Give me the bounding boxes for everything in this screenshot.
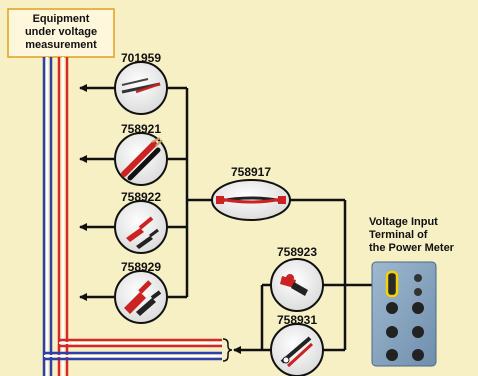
small-alligator-clip-icon [126, 216, 159, 249]
probe-node-758929: 758929 [114, 260, 168, 324]
terminal-label: Voltage Input Terminal of the Power Mete… [369, 216, 455, 254]
probe-code-758921: 758921 [121, 122, 161, 136]
probe-node-758921: 758921 [114, 122, 168, 186]
equipment-label-line1: Equipment [33, 13, 90, 25]
safety-clip-code-758923: 758923 [277, 245, 317, 259]
measurement-lead-icon [216, 196, 286, 204]
large-alligator-clip-icon [124, 280, 162, 316]
voltage-input-jack-icon [385, 270, 399, 298]
cable-adapter-node-758917: 758917 [211, 165, 291, 221]
probe-node-701959: 701959 [114, 51, 168, 115]
probe-code-758929: 758929 [121, 260, 161, 274]
equipment-box-frame [7, 8, 115, 58]
probe-arrows [79, 84, 114, 301]
terminal-label-line1: Voltage Input [369, 216, 438, 228]
probe-code-701959: 701959 [121, 51, 161, 65]
probe-node-758922: 758922 [114, 190, 168, 254]
equipment-label-line2: under voltage [25, 26, 97, 38]
connector-lines [168, 86, 386, 354]
adapter-code-758917: 758917 [231, 165, 271, 179]
safety-terminal-pin-icon [280, 336, 314, 368]
safety-terminal-adapter-icon [280, 274, 308, 296]
alligator-clip-lead-icon [121, 137, 163, 181]
bus-brace-icon [222, 338, 233, 362]
voltage-bus-lines [42, 57, 222, 376]
probe-code-758922: 758922 [121, 190, 161, 204]
terminal-label-line2: Terminal of [369, 229, 428, 241]
safety-clip-node-758923: 758923 [270, 245, 324, 312]
power-meter-terminal-panel [371, 261, 437, 367]
equipment-label-line3: measurement [25, 39, 97, 51]
probe-pen-icon [121, 78, 161, 94]
safety-clip-code-758931: 758931 [277, 313, 317, 327]
terminal-label-line3: the Power Meter [369, 242, 455, 254]
safety-clip-node-758931: 758931 [270, 313, 324, 376]
equipment-box: Equipment under voltage measurement [7, 8, 115, 58]
